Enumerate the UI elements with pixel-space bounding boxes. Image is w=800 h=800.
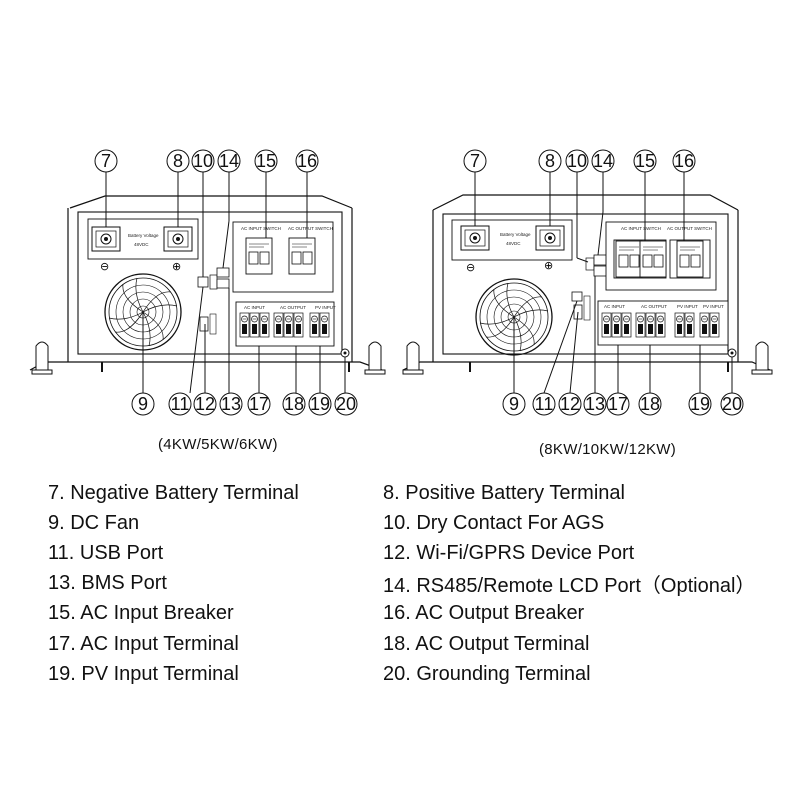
caption-left-model: (4KW/5KW/6KW) [158, 436, 278, 453]
right-callout-7: 7 [470, 151, 480, 171]
legend-row: 11. USB Port 12. Wi-Fi/GPRS Device Port [48, 538, 788, 568]
right-callout-12: 12 [560, 394, 580, 414]
left-callout-19: 19 [310, 394, 330, 414]
right-battery-label-2: 48VDC [506, 241, 521, 246]
left-callout-16: 16 [297, 151, 317, 171]
caption-right-model: (8KW/10KW/12KW) [539, 441, 677, 458]
left-callout-13: 13 [221, 394, 241, 414]
left-terminal-label-pv-input: PV INPUT [315, 305, 336, 310]
legend-item-12: 12. Wi-Fi/GPRS Device Port [383, 541, 635, 564]
legend-item-17: 17. AC Input Terminal [48, 632, 239, 655]
legend-item-14: 14. RS485/Remote LCD Port（Optional） [383, 575, 756, 598]
left-callout-17: 17 [249, 394, 269, 414]
left-plus-symbol: ⊕ [172, 261, 181, 273]
legend-item-7: 7. Negative Battery Terminal [48, 481, 299, 504]
legend-row: 17. AC Input Terminal 18. AC Output Term… [48, 629, 788, 659]
legend-row: 15. AC Input Breaker 16. AC Output Break… [48, 599, 788, 629]
legend-item-10: 10. Dry Contact For AGS [383, 511, 605, 534]
left-terminal-label-ac-output: AC OUTPUT [280, 305, 306, 310]
legend-row: 19. PV Input Terminal 20. Grounding Term… [48, 659, 788, 689]
legend-item-13: 13. BMS Port [48, 572, 167, 595]
right-ac-output-switch-label: AC OUTPUT SWITCH [667, 226, 712, 231]
inverter-diagram: Battery Voltage 48VDC ⊖ ⊕ AC INPUT SWITC… [29, 149, 773, 416]
right-inverter: Battery Voltage 48VDC ⊖ ⊕ AC INPUT SWITC… [402, 149, 773, 416]
left-battery-label-1: Battery Voltage [128, 233, 159, 238]
legend-item-20: 20. Grounding Terminal [383, 662, 591, 685]
legend: 7. Negative Battery Terminal 8. Positive… [48, 478, 788, 689]
right-callout-8: 8 [545, 151, 555, 171]
left-terminal-label-ac-input: AC INPUT [244, 305, 265, 310]
left-callout-12: 12 [195, 394, 215, 414]
left-callout-9: 9 [138, 394, 148, 414]
legend-row: 13. BMS Port 14. RS485/Remote LCD Port（O… [48, 569, 788, 599]
left-callout-20: 20 [336, 394, 356, 414]
left-callout-11: 11 [171, 394, 190, 414]
right-terminal-label-ac-output: AC OUTPUT [641, 304, 667, 309]
right-plus-symbol: ⊕ [544, 260, 553, 272]
right-callout-19: 19 [690, 394, 710, 414]
left-callout-15: 15 [256, 151, 276, 171]
legend-item-9: 9. DC Fan [48, 511, 140, 534]
left-callout-14: 14 [219, 151, 239, 171]
right-terminal-label-ac-input: AC INPUT [604, 304, 625, 309]
legend-item-19: 19. PV Input Terminal [48, 662, 239, 685]
left-callout-18: 18 [284, 394, 304, 414]
right-battery-label-1: Battery Voltage [500, 232, 531, 237]
right-callout-13: 13 [585, 394, 605, 414]
legend-item-8: 8. Positive Battery Terminal [383, 481, 625, 504]
right-callout-11: 11 [535, 394, 554, 414]
right-callout-18: 18 [640, 394, 660, 414]
legend-row: 9. DC Fan 10. Dry Contact For AGS [48, 508, 788, 538]
left-callout-10: 10 [193, 151, 213, 171]
legend-item-16: 16. AC Output Breaker [383, 602, 585, 625]
right-callout-20: 20 [722, 394, 742, 414]
right-callout-9: 9 [509, 394, 519, 414]
right-terminal-label-pv-input-1: PV INPUT [677, 304, 698, 309]
left-battery-label-2: 48VDC [134, 242, 149, 247]
left-ac-output-switch-label: AC OUTPUT SWITCH [288, 226, 333, 231]
right-terminal-label-pv-input-2: PV INPUT [703, 304, 724, 309]
legend-item-18: 18. AC Output Terminal [383, 632, 590, 655]
left-callout-7: 7 [101, 151, 111, 171]
left-ac-input-switch-label: AC INPUT SWITCH [241, 226, 281, 231]
left-minus-symbol: ⊖ [100, 261, 109, 273]
legend-item-11: 11. USB Port [48, 541, 164, 564]
right-callout-17: 17 [608, 394, 628, 414]
right-callout-16: 16 [674, 151, 694, 171]
right-ac-input-switch-label: AC INPUT SWITCH [621, 226, 661, 231]
legend-item-15: 15. AC Input Breaker [48, 602, 234, 625]
right-callout-10: 10 [567, 151, 587, 171]
right-minus-symbol: ⊖ [466, 262, 475, 274]
right-callout-14: 14 [593, 151, 613, 171]
left-callout-8: 8 [173, 151, 183, 171]
left-inverter: Battery Voltage 48VDC ⊖ ⊕ AC INPUT SWITC… [29, 149, 386, 416]
legend-row: 7. Negative Battery Terminal 8. Positive… [48, 478, 788, 508]
right-callout-15: 15 [635, 151, 655, 171]
